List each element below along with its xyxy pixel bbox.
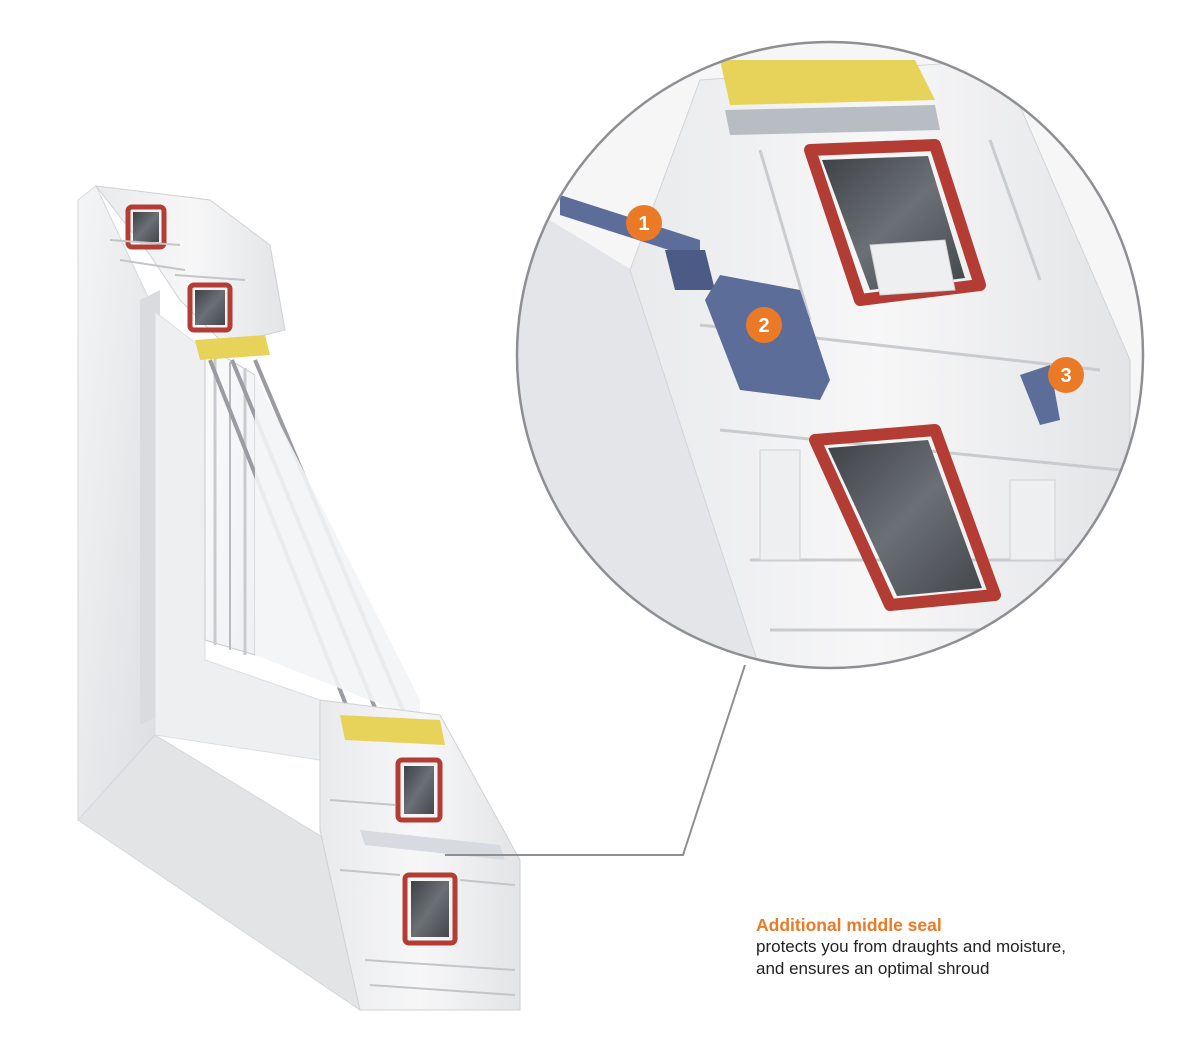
window-frame: [77, 185, 420, 1011]
numbered-badge-icon: [626, 205, 662, 241]
callout-badge-2: 2: [746, 307, 782, 343]
zoom-circle-outline: [515, 40, 1145, 670]
glass-front: [255, 375, 420, 720]
top-profile-section: [94, 185, 286, 360]
caption-title: Additional middle seal: [756, 915, 942, 935]
callout-badge-3: 3: [1048, 357, 1084, 393]
numbered-badge-icon: [1048, 357, 1084, 393]
svg-text:3: 3: [1060, 365, 1071, 387]
frame-bottom-face: [77, 734, 361, 1011]
svg-text:2: 2: [758, 315, 769, 337]
feature-caption: Additional middle seal protects you from…: [756, 914, 1176, 980]
callout-badge-1: 1: [626, 205, 662, 241]
caption-line-1: protects you from draughts and moisture,: [756, 937, 1066, 956]
svg-text:1: 1: [638, 213, 649, 235]
bottom-profile-section: [319, 699, 521, 1011]
caption-line-2: and ensures an optimal shroud: [756, 959, 990, 978]
numbered-badge-icon: [746, 307, 782, 343]
leader-line: [445, 664, 746, 856]
